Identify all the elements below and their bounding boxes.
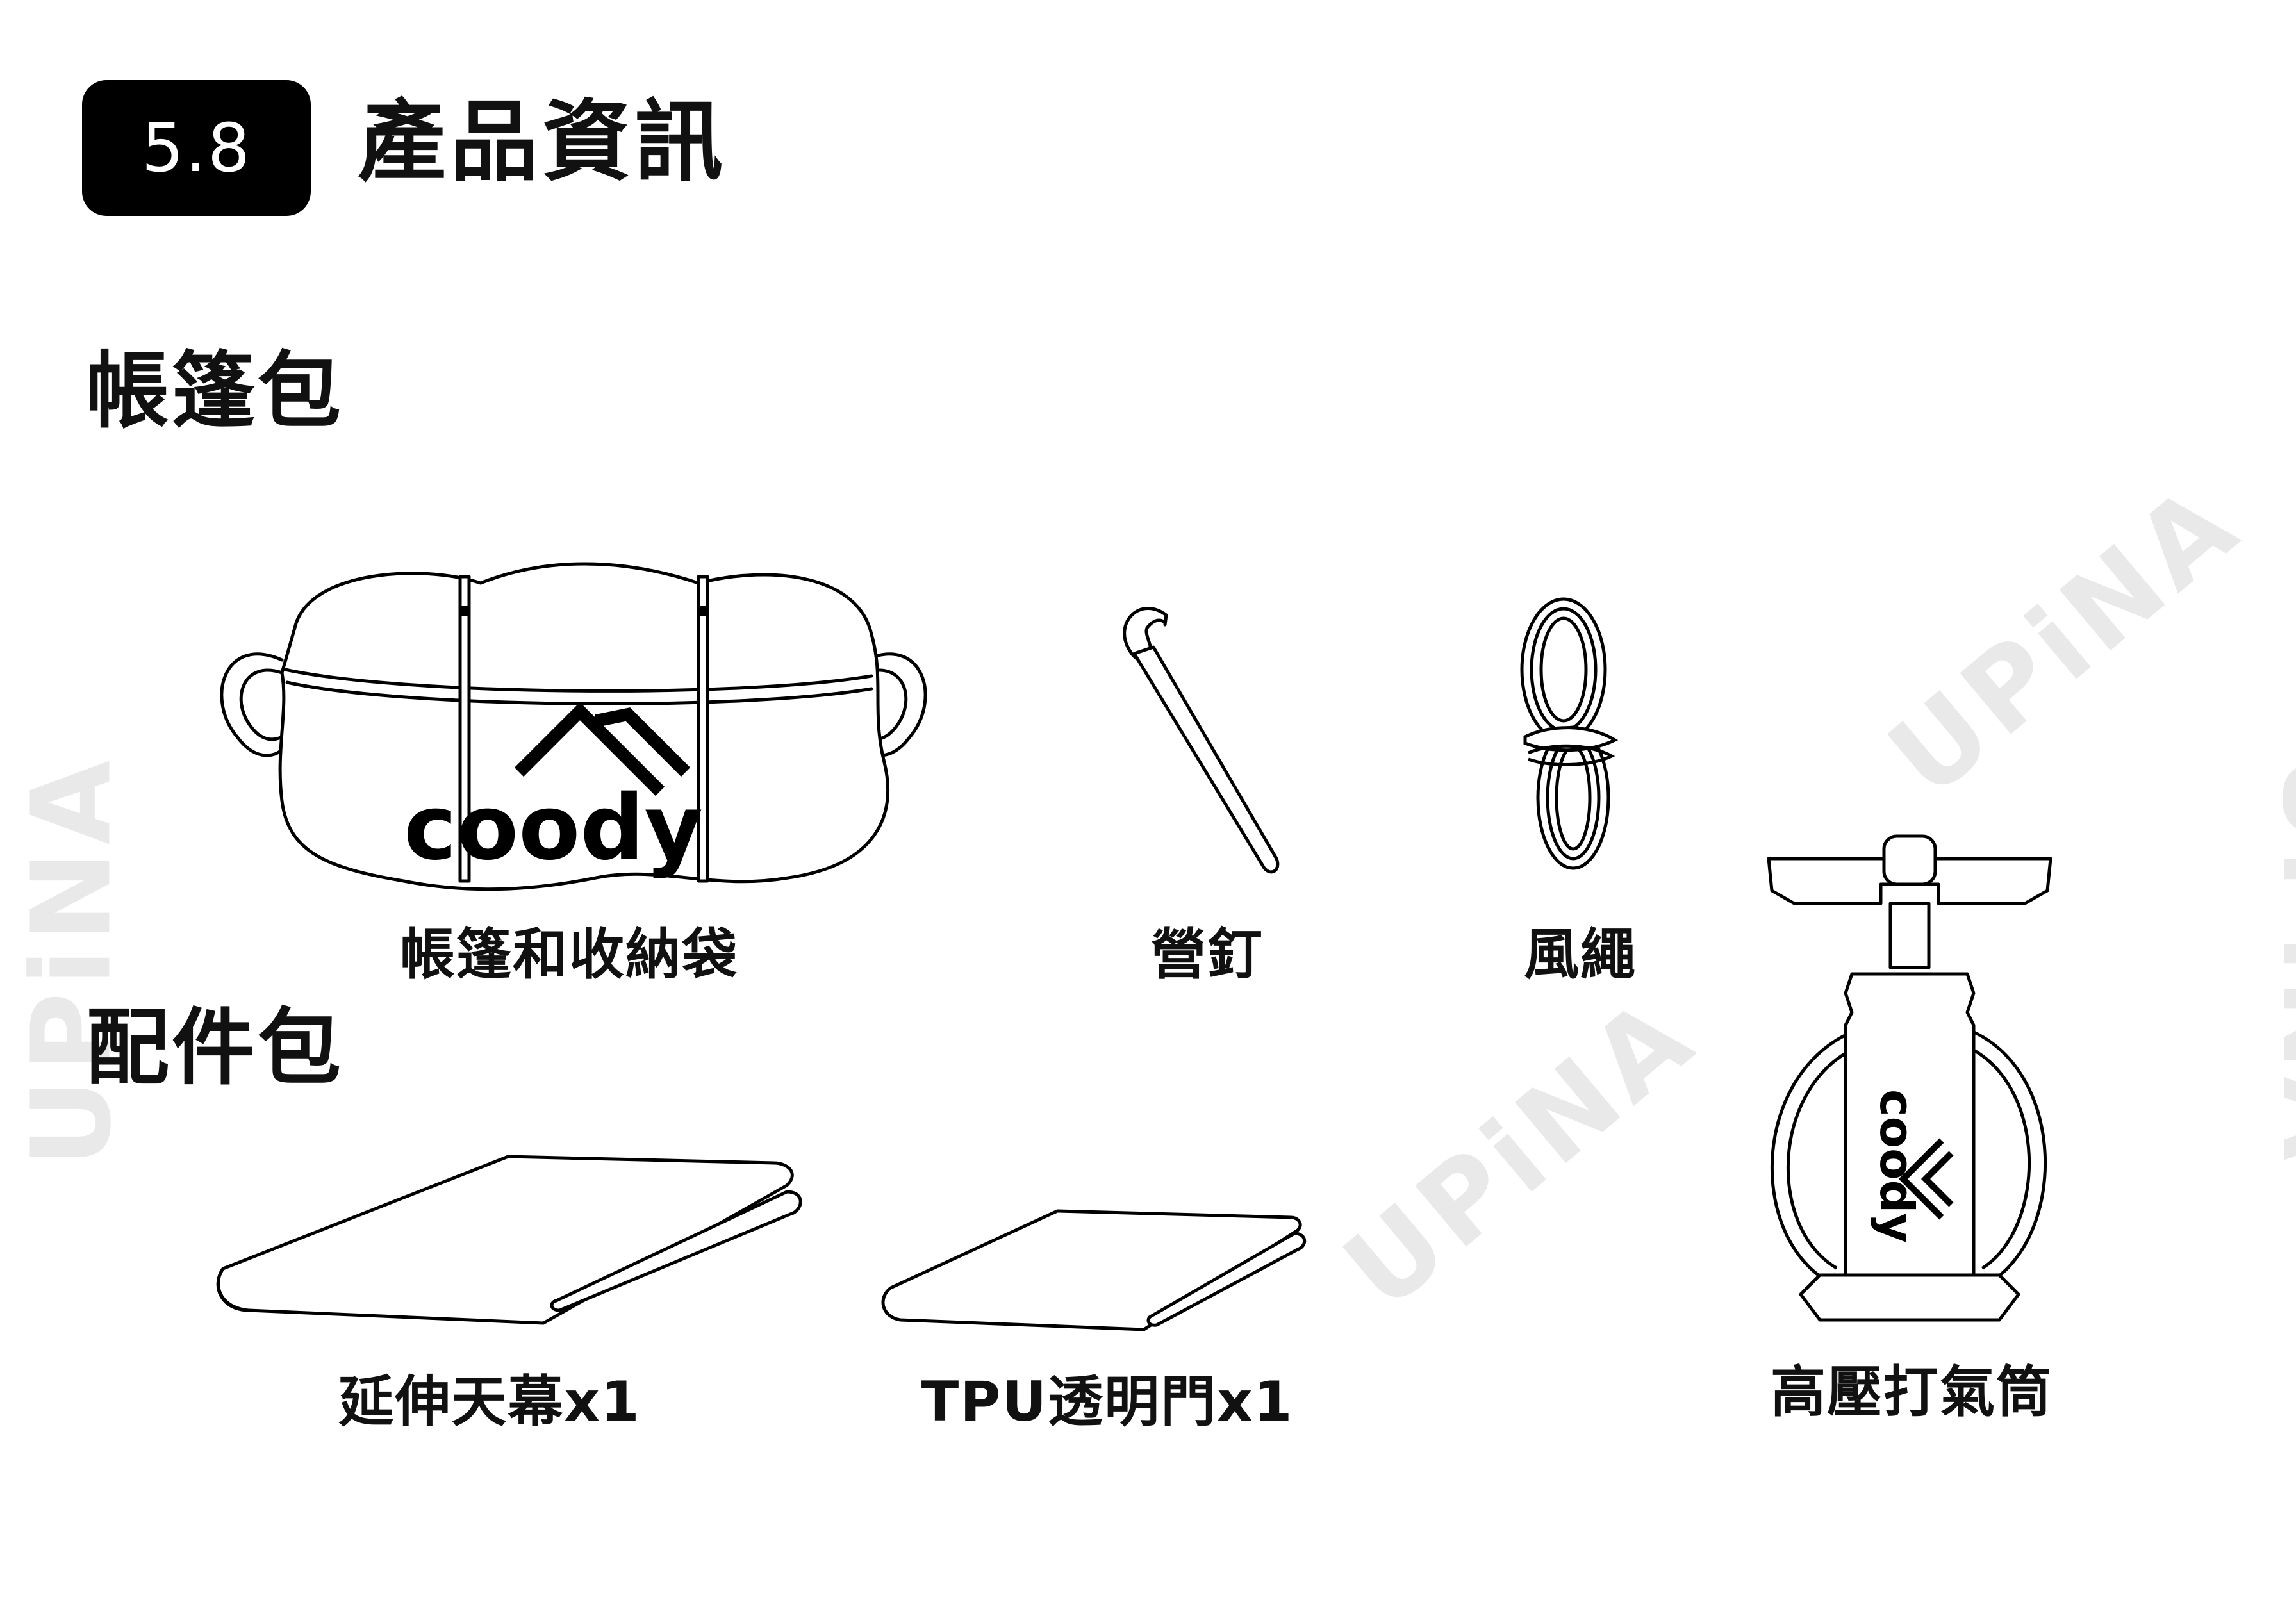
item-label-tent-stake: 營釘 [1151, 923, 1264, 987]
guy-rope-illustration [1512, 593, 1628, 875]
group-title-accessory-bag: 配件包 [86, 999, 344, 1096]
page-title: 產品資訊 [358, 90, 727, 194]
section-number-badge: 5.8 [82, 80, 311, 216]
item-label-air-pump: 高壓打氣筒 [1771, 1360, 2052, 1424]
tent-bag-illustration: coody [211, 557, 936, 903]
air-pump-illustration: coody [1756, 833, 2063, 1346]
tent-stake-illustration [1089, 596, 1288, 878]
coody-logo: coody [404, 776, 703, 880]
item-label-extension-tarp: 延伸天幕x1 [338, 1370, 641, 1434]
watermark-right-mid: UPiNA [1865, 458, 2264, 822]
group-title-tent-bag: 帳篷包 [86, 342, 344, 440]
watermark-center: UPiNA [1321, 971, 1719, 1335]
folded-tpu-door-illustration [875, 1205, 1307, 1339]
watermark-left: UPiNA [8, 754, 136, 1167]
item-label-tent-and-bag: 帳篷和收納袋 [400, 923, 738, 987]
folded-tarp-illustration [210, 1153, 806, 1333]
item-label-tpu-door: TPU透明門x1 [921, 1370, 1294, 1434]
watermark-right: UPiNA [2258, 754, 2296, 1167]
item-label-guy-rope: 風繩 [1524, 923, 1637, 987]
